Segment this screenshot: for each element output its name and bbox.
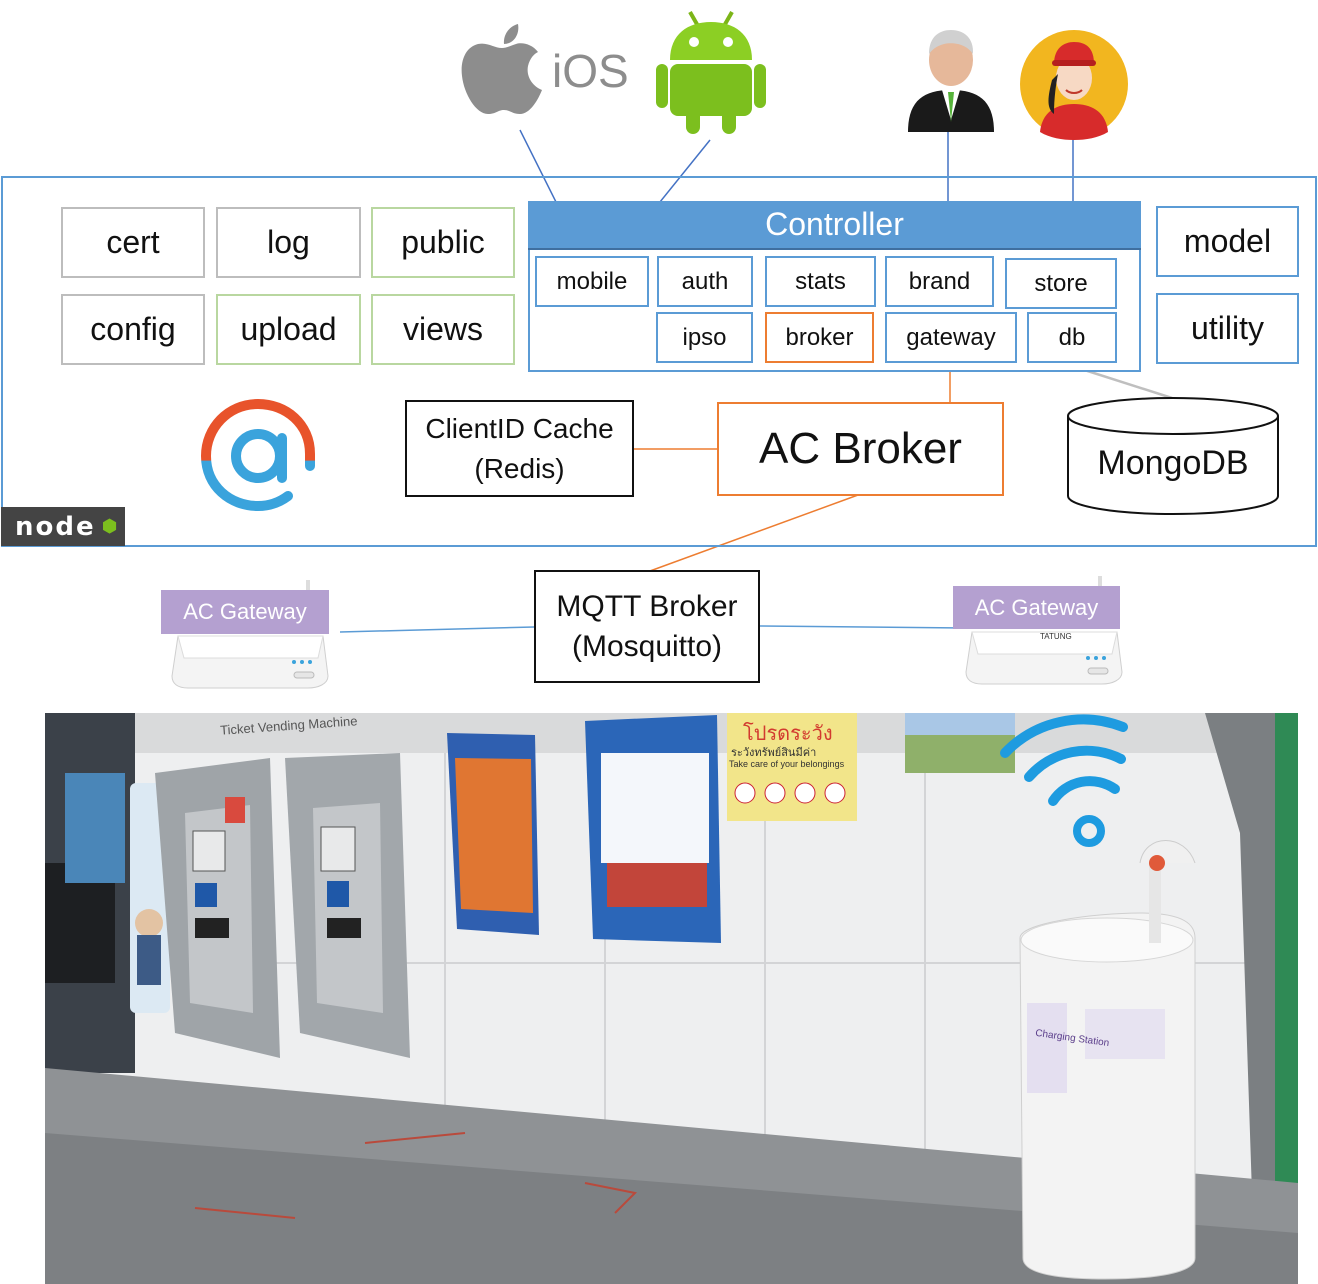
broker-to-mqtt-line [649, 494, 859, 572]
nodejs-label: node [15, 511, 96, 542]
ac-broker: AC Broker [717, 402, 1004, 496]
server-frame [1, 176, 1317, 547]
controller-db: db [1027, 312, 1117, 363]
controller-brand: brand [885, 256, 994, 307]
wifi-icon [1000, 714, 1128, 847]
android-icon [656, 11, 766, 134]
controller-store: store [1005, 258, 1117, 309]
controller-broker: broker [765, 312, 874, 363]
gateway-brand-right: TATUNG [1040, 632, 1072, 641]
warning-sign-en: Take care of your belongings [729, 759, 845, 769]
ios-label: iOS [552, 45, 629, 97]
gateway-right-line [759, 625, 966, 629]
station-scene [45, 713, 1298, 1284]
warning-sign-sub: ระวังทรัพย์สินมีค่า [731, 747, 817, 759]
folder-views: views [371, 294, 515, 365]
gateway-label-left: AC Gateway [161, 590, 329, 634]
js-hex-icon: ⬢ [101, 516, 118, 536]
module-model: model [1156, 206, 1299, 277]
controller-ipso: ipso [656, 312, 753, 363]
folder-cert: cert [61, 207, 205, 278]
store-staff-icon [1020, 30, 1128, 140]
controller-auth: auth [657, 256, 753, 307]
businessman-icon [908, 30, 994, 132]
gateway-device-right [965, 576, 1123, 685]
controller-title: Controller [528, 201, 1141, 250]
ticket-machine-left [155, 758, 280, 1058]
ios-logo: iOS [458, 18, 629, 118]
mongodb-label: MongoDB [1097, 444, 1249, 482]
folder-upload: upload [216, 294, 361, 365]
mongodb-cylinder [1067, 397, 1279, 516]
folder-config: config [61, 294, 205, 365]
folder-log: log [216, 207, 361, 278]
nodejs-badge: node ⬢ [1, 507, 125, 546]
gateway-left-line [339, 626, 535, 633]
folder-public: public [371, 207, 515, 278]
apple-icon [461, 24, 542, 114]
controller-stats: stats [765, 256, 876, 307]
ac-logo-icon [200, 398, 315, 512]
controller-gateway: gateway [885, 312, 1017, 363]
warning-sign-title: โปรดระวัง [743, 723, 833, 745]
module-utility: utility [1156, 293, 1299, 364]
controller-mobile: mobile [535, 256, 649, 307]
gateway-label-right: AC Gateway [953, 586, 1120, 629]
clientid-cache: ClientID Cache (Redis) [405, 400, 634, 497]
station-photo: Ticket Vending Machine โปรดระวัง ระวังทร… [45, 713, 1298, 1284]
ticket-machine-right [285, 753, 410, 1058]
db-to-mongo-line [1074, 365, 1173, 400]
mqtt-broker: MQTT Broker (Mosquitto) [534, 570, 760, 683]
